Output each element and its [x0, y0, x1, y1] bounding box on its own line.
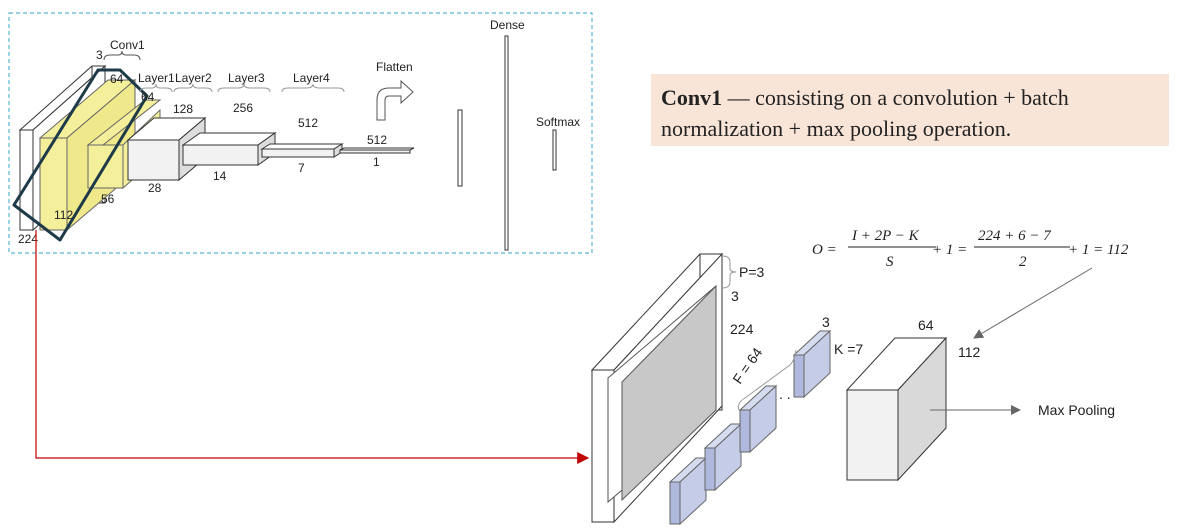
conv1-title: Conv1: [110, 38, 145, 52]
pool-size-label: 56: [101, 192, 115, 206]
softmax-vector: [552, 129, 557, 171]
flatten-one: 1: [373, 155, 380, 169]
layer1-size: 28: [148, 181, 162, 195]
padding-brace: [721, 255, 737, 289]
layer4-brace: [281, 83, 345, 93]
zoom-connector-arrow: [35, 230, 590, 464]
input-channels-detail: 3: [731, 288, 739, 304]
input-size-label: 224: [18, 232, 38, 246]
padding-label: P=3: [739, 264, 765, 280]
formula-denominator-2: 2: [1019, 254, 1027, 270]
flatten-title: Flatten: [376, 60, 413, 74]
layer3-channels: 256: [233, 101, 253, 115]
layer1-brace: [139, 83, 173, 93]
kernel-filters: [668, 329, 832, 526]
detail-input-volume: [590, 252, 724, 524]
filters-label: F = 64: [729, 345, 765, 387]
flatten-vector: [457, 109, 463, 187]
layer4-block: [339, 147, 415, 154]
layer2-size: 14: [213, 169, 227, 183]
layer4-title: Layer4: [293, 71, 330, 85]
formula-numerator-1: I + 2P − K: [851, 228, 920, 244]
conv1-description-callout: Conv1 — consisting on a convolution + ba…: [651, 74, 1169, 146]
output-volume: [845, 336, 948, 482]
softmax-title: Softmax: [536, 115, 580, 129]
architecture-frame: [8, 12, 593, 254]
output-size-label: 112: [958, 344, 981, 360]
kernel-channels-label: 3: [822, 314, 830, 330]
max-pooling-label: Max Pooling: [1038, 402, 1115, 418]
conv1-channels-label-b: 64: [141, 90, 155, 104]
formula-plus-1: + 1 =: [932, 242, 967, 258]
layer3-title: Layer3: [228, 71, 265, 85]
callout-text: — consisting on a convolution + batch no…: [661, 85, 1069, 141]
conv1-channels-label: 64: [110, 72, 124, 86]
layer3-size: 7: [298, 161, 305, 175]
conv1-size-label: 112: [54, 208, 73, 222]
formula-numerator-2: 224 + 6 − 7: [978, 228, 1052, 244]
layer1-title: Layer1: [138, 71, 175, 85]
input-size-detail: 224: [730, 321, 754, 337]
dense-vector: [504, 35, 509, 251]
output-size-formula: O = I + 2P − K S + 1 = 224 + 6 − 7 2 + 1…: [812, 228, 1129, 270]
layer3-block: [260, 143, 344, 158]
formula-result: + 1 = 112: [1068, 242, 1129, 258]
callout-title: Conv1: [661, 85, 723, 110]
formula-lhs: O =: [812, 242, 837, 258]
conv1-highlight-outline: [12, 68, 149, 242]
layer2-channels: 128: [173, 102, 193, 116]
flatten-arrow-icon: [376, 79, 414, 121]
output-channels-label: 64: [918, 317, 934, 333]
flatten-value: 512: [367, 133, 387, 147]
formula-pointer-arrow: [973, 267, 1093, 339]
formula-denominator-1: S: [886, 254, 894, 270]
layer2-brace: [173, 83, 213, 93]
conv1-brace: [103, 50, 141, 61]
layer2-block: [181, 132, 277, 166]
filters-brace: [737, 349, 797, 413]
ellipsis: . .: [779, 386, 791, 402]
kernel-size-label: K =7: [834, 341, 863, 357]
input-channels-label: 3: [96, 48, 103, 62]
layer4-channels: 512: [298, 116, 318, 130]
layer3-brace: [217, 83, 271, 93]
layer2-title: Layer2: [175, 71, 212, 85]
dense-title: Dense: [490, 18, 525, 32]
